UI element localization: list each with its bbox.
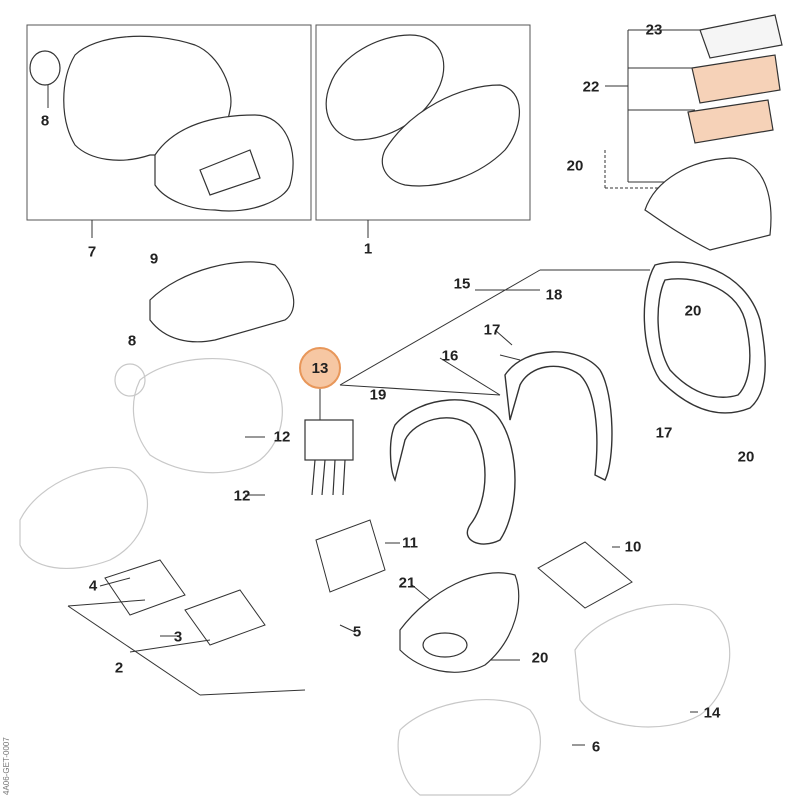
callout-10[interactable]: 10 <box>624 538 642 556</box>
box-housing-1 <box>315 24 531 221</box>
callout-13-label: 13 <box>311 359 329 377</box>
box-housing-7 <box>26 24 312 221</box>
callout-9[interactable]: 9 <box>149 250 159 268</box>
callout-12-top[interactable]: 12 <box>273 428 291 446</box>
callout-5[interactable]: 5 <box>352 623 362 641</box>
callout-2[interactable]: 2 <box>114 659 124 677</box>
callout-21[interactable]: 21 <box>398 574 416 592</box>
callout-14[interactable]: 14 <box>703 704 721 722</box>
callout-17-top[interactable]: 17 <box>483 321 501 339</box>
callout-12-bottom[interactable]: 12 <box>233 487 251 505</box>
callout-17-right[interactable]: 17 <box>655 424 673 442</box>
callout-20-right[interactable]: 20 <box>684 302 702 320</box>
callout-19[interactable]: 19 <box>369 386 387 404</box>
callout-13-highlight[interactable]: 13 <box>299 347 341 389</box>
callout-20-lowright[interactable]: 20 <box>737 448 755 466</box>
document-id: 4A06-GET-0007 <box>2 737 11 795</box>
callout-23[interactable]: 23 <box>645 21 663 39</box>
callout-16[interactable]: 16 <box>441 347 459 365</box>
callout-6[interactable]: 6 <box>591 738 601 756</box>
callout-18[interactable]: 18 <box>545 286 563 304</box>
callout-11[interactable]: 11 <box>402 534 418 552</box>
callout-4[interactable]: 4 <box>88 577 98 595</box>
callout-1[interactable]: 1 <box>363 240 373 258</box>
callout-20-top[interactable]: 20 <box>566 157 584 175</box>
callout-15[interactable]: 15 <box>453 275 471 293</box>
callout-20-lower[interactable]: 20 <box>531 649 549 667</box>
callout-3[interactable]: 3 <box>173 628 183 646</box>
callout-8-top[interactable]: 8 <box>40 112 50 130</box>
callout-22[interactable]: 22 <box>582 78 600 96</box>
callout-7[interactable]: 7 <box>87 243 97 261</box>
callout-8-mid[interactable]: 8 <box>127 332 137 350</box>
